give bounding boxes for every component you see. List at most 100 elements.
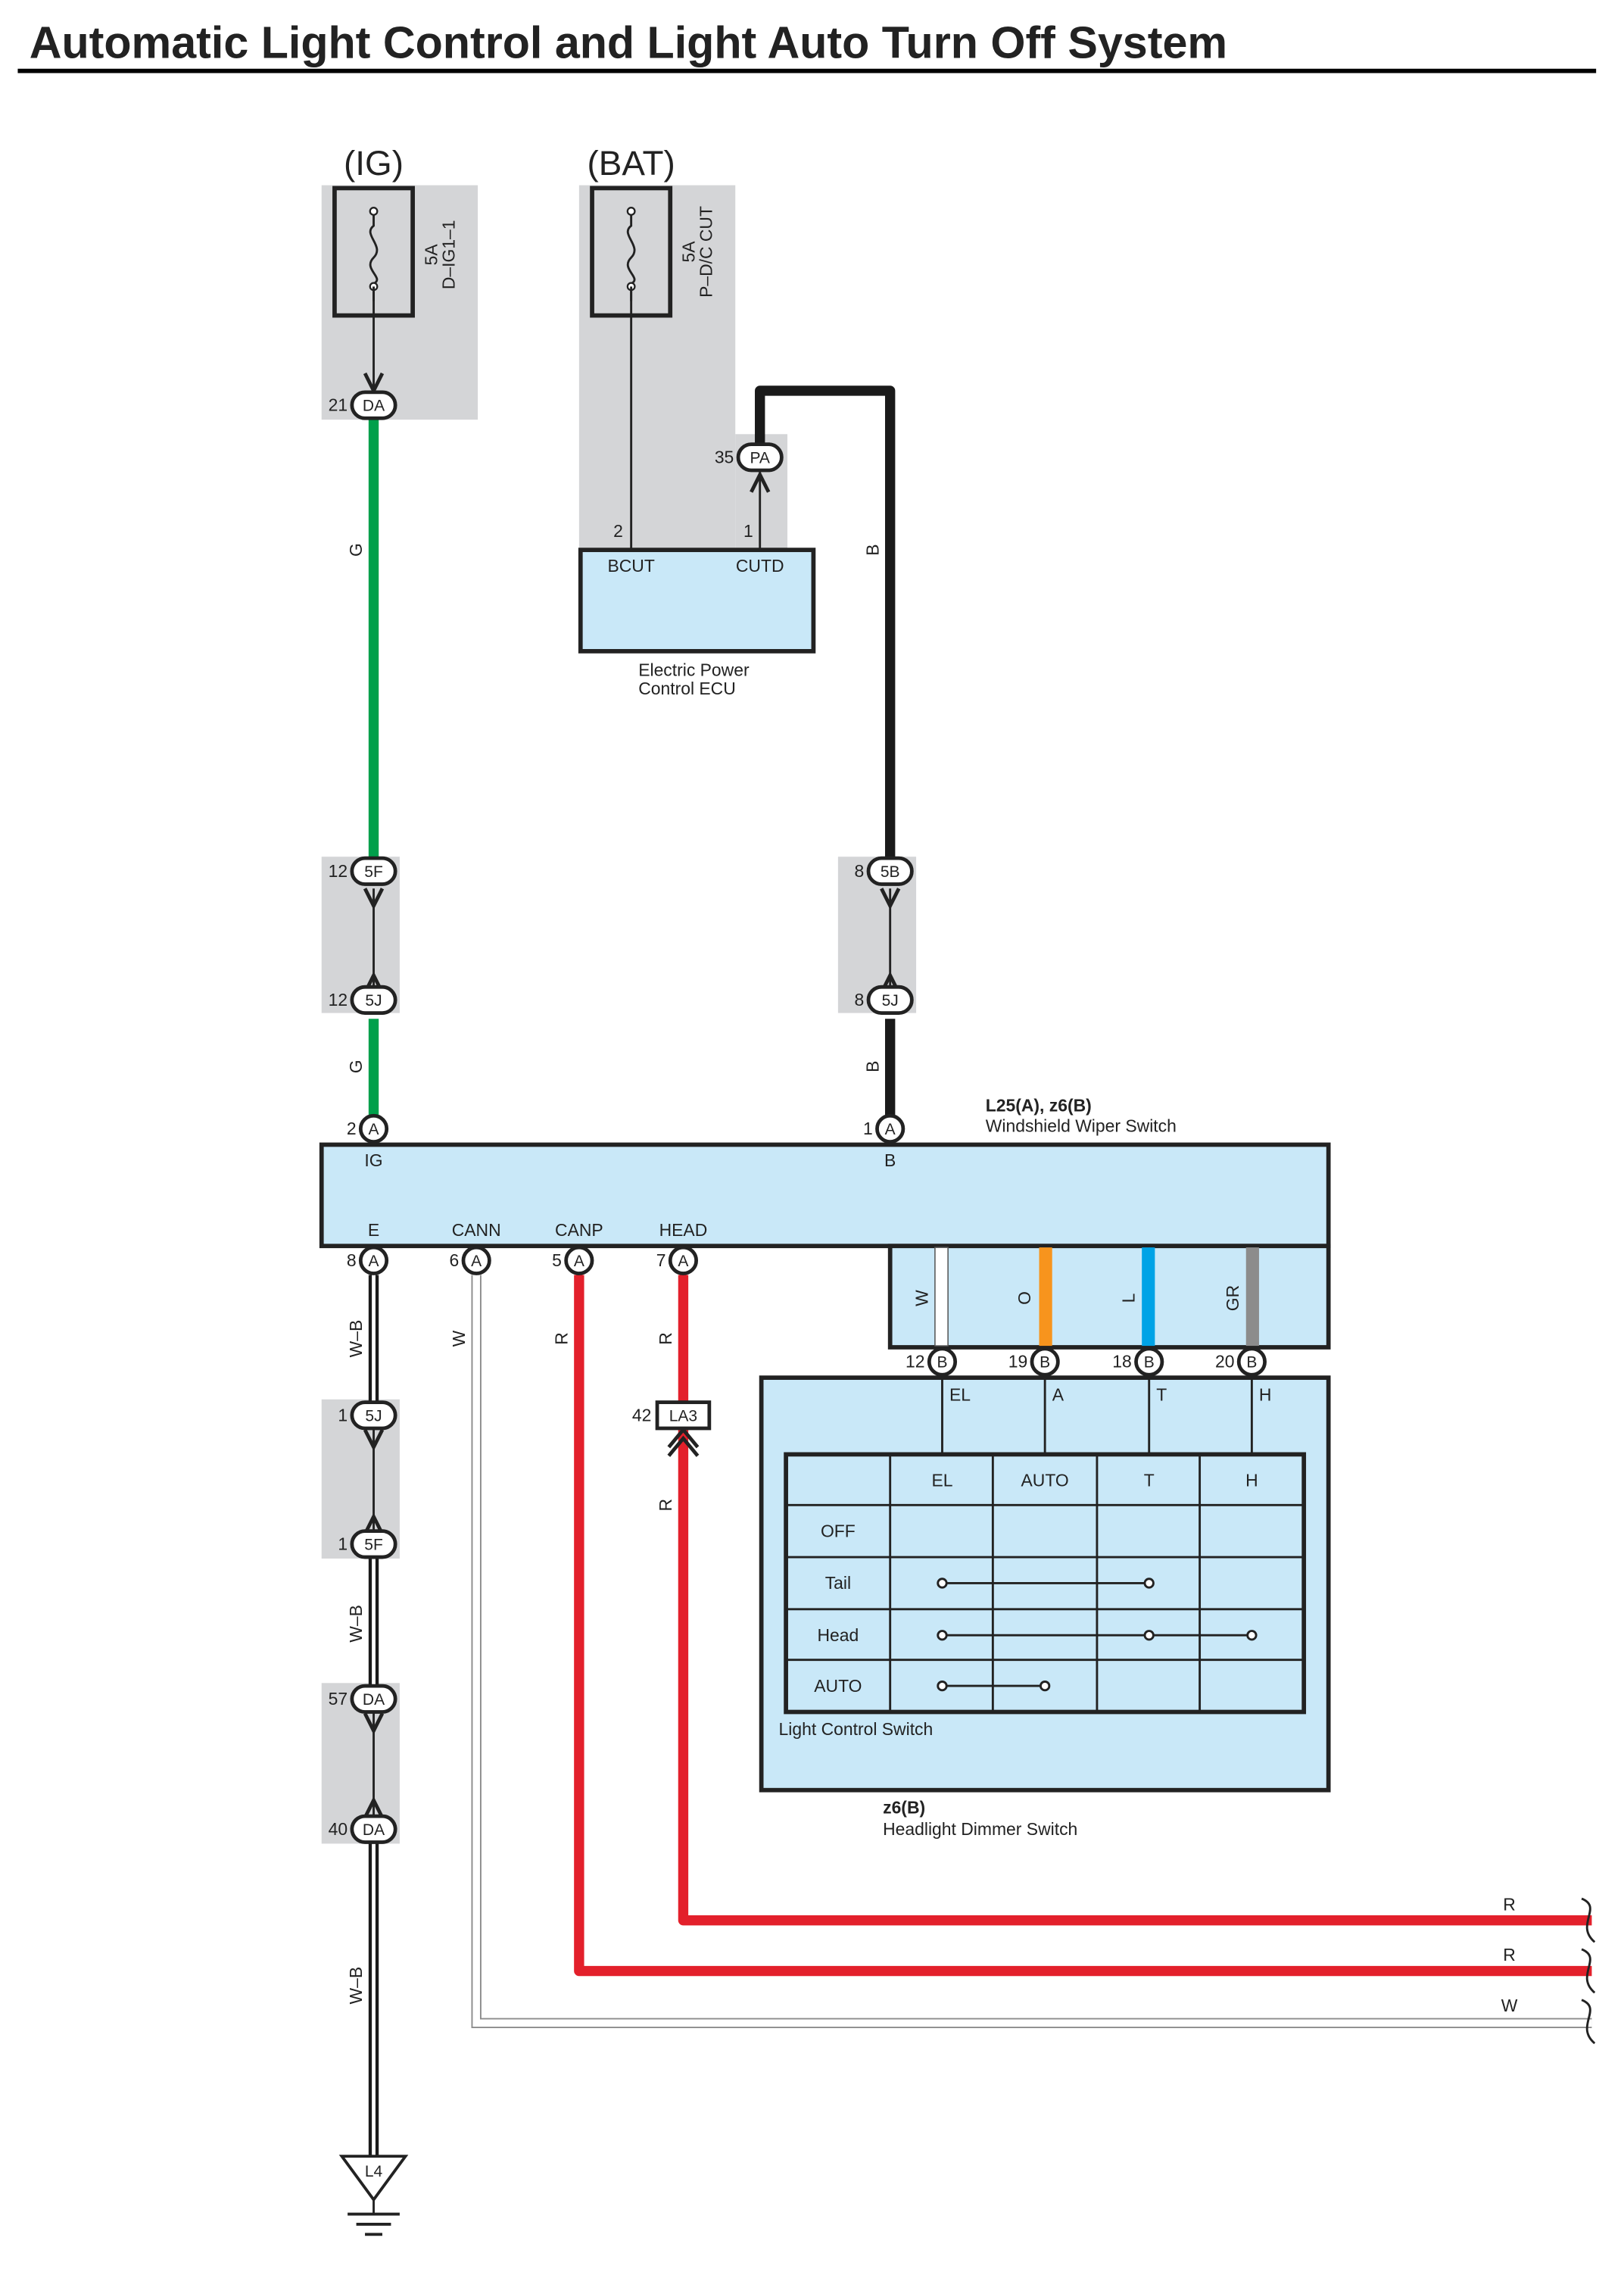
- connector-code: B: [937, 1354, 947, 1372]
- connector-j5-8: 5J8: [855, 985, 914, 1015]
- connector-pin-number: 1: [863, 1119, 873, 1138]
- connector-pin-number: 40: [329, 1819, 348, 1839]
- connector-a-2: A2: [347, 1113, 389, 1144]
- connector-code: 5J: [365, 992, 382, 1010]
- connector-code: A: [471, 1253, 482, 1270]
- bat-fuse-rating: 5A: [679, 241, 699, 263]
- connector-shape: [1030, 1347, 1060, 1377]
- wiper-pin-cann: CANN: [452, 1220, 501, 1240]
- connector-da-40: DA 40: [329, 1814, 397, 1844]
- connector-pin-number: 20: [1215, 1352, 1234, 1372]
- wire-orange-internal: [1039, 1247, 1052, 1347]
- connector-shape: [358, 1245, 389, 1275]
- ecu-pin-cutd-number: 1: [743, 521, 753, 541]
- connector-code: DA: [363, 398, 385, 415]
- connector-shape: [1134, 1347, 1164, 1377]
- ecu-pin-bcut-label: BCUT: [607, 556, 654, 576]
- wire-blue-internal: [1142, 1247, 1155, 1347]
- connector-code: B: [1144, 1354, 1155, 1372]
- connector-code: A: [678, 1253, 688, 1270]
- wire-label-r-head-lower: R: [656, 1499, 675, 1512]
- ground-code: L4: [365, 2163, 383, 2180]
- dimmer-pin-h: H: [1259, 1385, 1272, 1405]
- connector-pin-number: 42: [632, 1405, 651, 1425]
- connector-code: PA: [750, 449, 769, 467]
- ecu-pin-cutd-label: CUTD: [736, 556, 784, 576]
- connector-shape: [655, 1400, 712, 1431]
- wire-label-g-upper: G: [346, 543, 366, 557]
- splice-wb-arrows-1-icon: [363, 1428, 385, 1535]
- wire-white-internal: [934, 1247, 949, 1347]
- bat-fuse-icon: [626, 208, 636, 301]
- wire-label-b-lower: B: [862, 1061, 882, 1072]
- connector-code: B: [1246, 1354, 1257, 1372]
- connector-a-5: A5: [552, 1245, 594, 1275]
- connector-code: A: [885, 1121, 896, 1138]
- page-title: Automatic Light Control and Light Auto T…: [30, 17, 1227, 67]
- connector-pin-number: 19: [1008, 1352, 1027, 1372]
- connector-pin-number: 21: [329, 395, 348, 415]
- wire-label-r-head-upper: R: [656, 1332, 675, 1345]
- wire-label-gr: GR: [1223, 1285, 1242, 1311]
- ig-fuse-name: D–IG1–1: [439, 220, 459, 289]
- light-control-switch-label: Light Control Switch: [779, 1719, 934, 1739]
- table-col-auto: AUTO: [1021, 1470, 1069, 1490]
- connector-code: LA3: [669, 1407, 697, 1425]
- connector-pin-number: 7: [656, 1250, 666, 1270]
- connector-la3-42: LA3 42: [632, 1400, 712, 1431]
- connector-shape: [564, 1245, 594, 1275]
- wire-label-g-lower: G: [346, 1060, 366, 1073]
- table-col-t: T: [1144, 1470, 1155, 1490]
- connector-shape: [461, 1245, 491, 1275]
- connector-code: 5J: [882, 992, 899, 1010]
- connector-code: B: [1040, 1354, 1050, 1372]
- splice-wb-arrows-2-icon: [363, 1712, 385, 1819]
- dimmer-pin-a: A: [1052, 1385, 1064, 1405]
- table-row-off: OFF: [821, 1521, 856, 1540]
- connector-shape: [736, 442, 784, 473]
- wire-label-r-canp: R: [552, 1332, 572, 1345]
- connector-shape: [866, 985, 914, 1015]
- ig-fuse-icon: [369, 208, 379, 301]
- connector-code: 5F: [364, 863, 383, 881]
- connector-f5-1: 5F 1: [338, 1529, 397, 1559]
- wiper-pin-canp: CANP: [555, 1220, 603, 1240]
- wire-label-w-right: W: [1501, 1996, 1518, 2015]
- connector-code: DA: [363, 1821, 385, 1839]
- connector-shape: [350, 1400, 397, 1431]
- wire-label-w-cann: W: [449, 1330, 469, 1347]
- connector-code: 5F: [364, 1536, 383, 1553]
- ecu-name-line1: Electric Power: [638, 660, 750, 679]
- connector-b-20: B 20: [1215, 1347, 1267, 1377]
- wire-red-canp: [574, 1275, 1592, 1977]
- connector-a-8: A8: [347, 1245, 389, 1275]
- connector-shape: [668, 1245, 699, 1275]
- wiper-pin-e: E: [368, 1220, 379, 1240]
- connector-pin-number: 1: [338, 1534, 348, 1553]
- connector-pin-number: 8: [855, 861, 865, 881]
- connector-pin-number: 12: [906, 1352, 924, 1372]
- dimmer-pin-t: T: [1156, 1385, 1167, 1405]
- continuity-head: [937, 1630, 1258, 1641]
- bat-source-label: (BAT): [587, 143, 675, 183]
- table-row-head: Head: [818, 1625, 859, 1645]
- wire-break-icon: [1581, 1897, 1596, 2045]
- wire-label-wb-3: W–B: [346, 1967, 366, 2005]
- ig-fuse-terminal-top: [369, 207, 379, 216]
- table-col-el: EL: [931, 1470, 952, 1490]
- connector-code: 5J: [365, 1407, 382, 1425]
- connector-pin-number: 1: [338, 1405, 348, 1425]
- wiper-switch-code: L25(A), z6(B): [986, 1096, 1092, 1116]
- connector-a-7: A7: [656, 1245, 699, 1275]
- connector-b-19: B 19: [1008, 1347, 1060, 1377]
- connector-shape: [350, 1529, 397, 1559]
- continuity-auto: [937, 1680, 1051, 1692]
- wiper-pin-b: B: [884, 1150, 896, 1170]
- connector-code: 5B: [881, 863, 900, 881]
- connector-code: DA: [363, 1691, 385, 1709]
- wire-label-r-right-lower: R: [1503, 1945, 1516, 1965]
- wire-label-b-upper: B: [862, 544, 882, 555]
- ecu-pin-bcut-number: 2: [613, 521, 623, 541]
